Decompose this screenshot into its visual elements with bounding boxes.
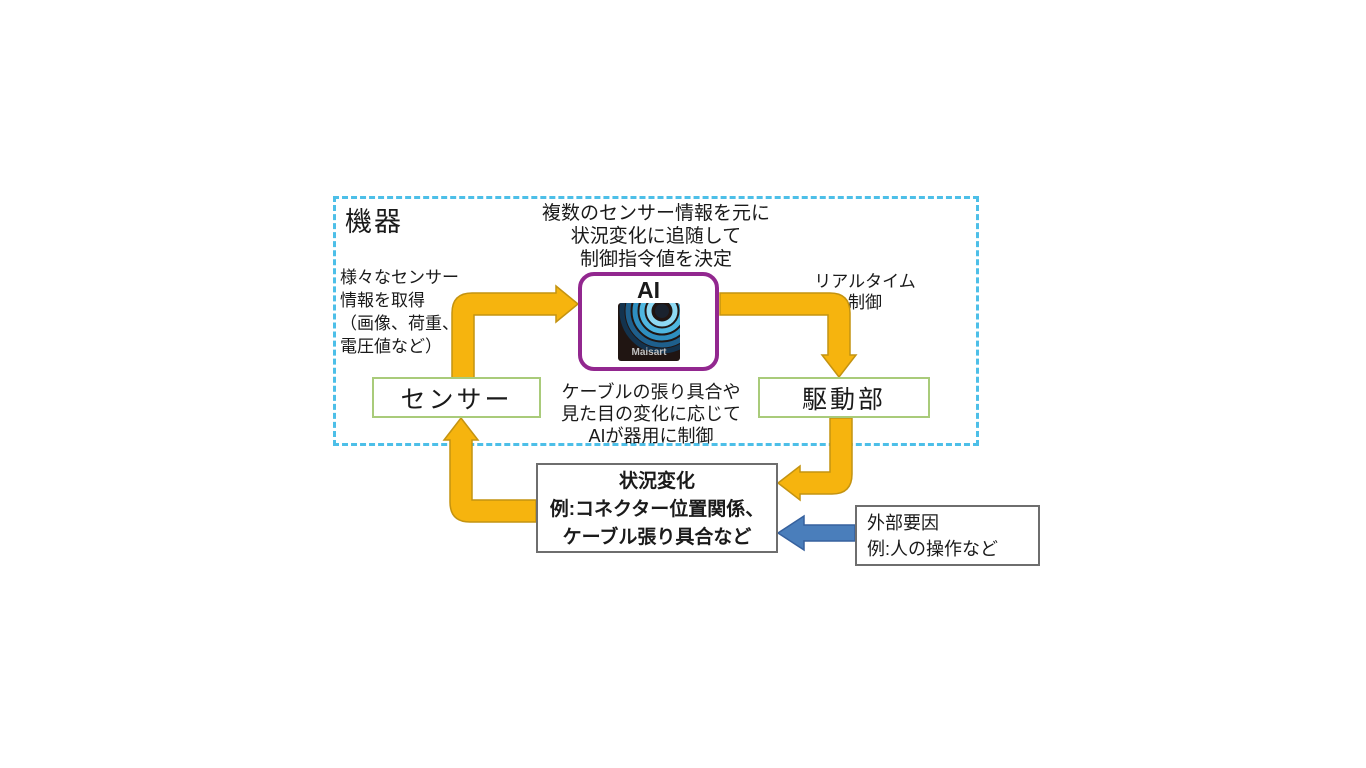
drive-box-label: 駆動部 bbox=[801, 385, 886, 414]
sensor-info-note: 様々なセンサー 情報を取得 （画像、荷重、 電圧値など） bbox=[340, 266, 459, 358]
cable-control-note-line1: ケーブルの張り具合や bbox=[561, 382, 741, 402]
ai-decision-note-line1: 複数のセンサー情報を元に bbox=[541, 203, 770, 224]
cable-control-note: ケーブルの張り具合や 見た目の変化に応じて AIが器用に制御 bbox=[540, 381, 762, 447]
ai-decision-note-line2: 状況変化に追随して bbox=[570, 226, 742, 247]
state-change-box-line3: ケーブル張り具合など bbox=[562, 527, 752, 548]
sensor-info-note-line4: 電圧値など） bbox=[340, 337, 442, 356]
state-change-box-line2: 例:コネクター位置関係、 bbox=[549, 499, 765, 520]
sensor-info-note-line2: 情報を取得 bbox=[340, 291, 425, 310]
drive-box: 駆動部 bbox=[758, 377, 930, 418]
cable-control-note-line3: AIが器用に制御 bbox=[588, 426, 714, 446]
realtime-control-note: リアルタイム 制御 bbox=[808, 271, 922, 313]
sensor-box: センサー bbox=[372, 377, 541, 418]
ai-box: AI Maisart bbox=[578, 272, 719, 371]
sensor-box-label: センサー bbox=[400, 385, 513, 414]
ai-decision-note: 複数のセンサー情報を元に 状況変化に追随して 制御指令値を決定 bbox=[520, 202, 792, 271]
state-change-box: 状況変化 例:コネクター位置関係、 ケーブル張り具合など bbox=[536, 463, 778, 553]
external-factor-box: 外部要因 例:人の操作など bbox=[855, 505, 1040, 566]
cable-control-note-line2: 見た目の変化に応じて bbox=[561, 404, 741, 424]
device-frame bbox=[333, 196, 979, 446]
arrow-external-to-state bbox=[776, 514, 856, 552]
external-factor-box-line2: 例:人の操作など bbox=[867, 539, 999, 559]
realtime-control-note-line2: 制御 bbox=[848, 293, 882, 312]
maisart-logo-text: Maisart bbox=[631, 347, 667, 358]
device-frame-label: 機器 bbox=[345, 207, 403, 237]
external-factor-box-title: 外部要因 bbox=[867, 513, 939, 533]
state-change-box-title: 状況変化 bbox=[618, 471, 695, 492]
ai-box-label: AI bbox=[637, 277, 660, 303]
ai-decision-note-line3: 制御指令値を決定 bbox=[579, 249, 732, 270]
sensor-info-note-line1: 様々なセンサー bbox=[340, 268, 459, 287]
sensor-info-note-line3: （画像、荷重、 bbox=[340, 314, 459, 333]
maisart-logo-icon: Maisart bbox=[617, 303, 680, 361]
realtime-control-note-line1: リアルタイム bbox=[814, 272, 916, 291]
